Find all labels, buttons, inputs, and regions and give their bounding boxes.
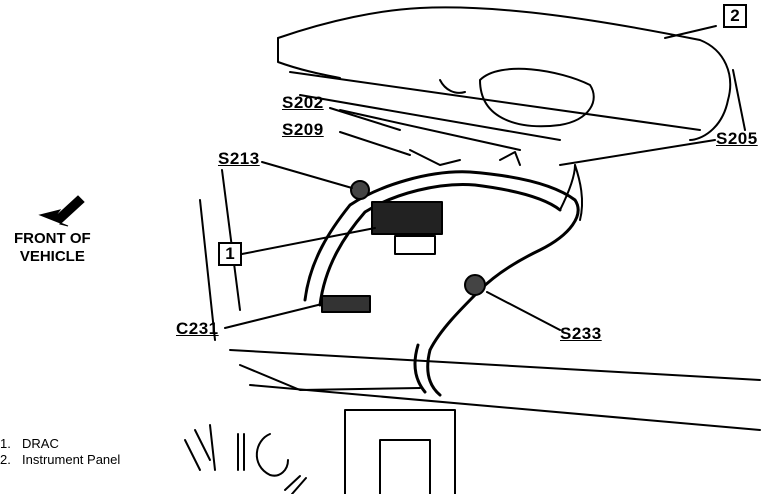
front-of-vehicle-label: FRONT OF VEHICLE [14, 230, 91, 266]
legend-item-label: DRAC [22, 436, 59, 451]
c231-connector [321, 295, 371, 313]
callout-c231: C231 [176, 319, 219, 338]
leader-s209 [339, 131, 411, 156]
callout-box-1: 1 [218, 242, 242, 266]
steering-column [344, 409, 456, 494]
leader-s205 [559, 139, 716, 166]
drac-module [371, 201, 443, 235]
callout-s205: S205 [716, 129, 758, 148]
instrument-panel-outline [277, 6, 732, 141]
legend-item: 1. DRAC [0, 436, 120, 452]
leader-s202 [329, 107, 401, 131]
callout-s213: S213 [218, 149, 260, 168]
leader-s213 [261, 161, 353, 189]
legend-item-number: 1. [0, 436, 11, 451]
front-of-vehicle-line2: VEHICLE [19, 248, 85, 265]
legend: 1. DRAC 2. Instrument Panel [0, 436, 120, 468]
s213-splice [350, 180, 370, 200]
callout-s233: S233 [560, 324, 602, 343]
front-of-vehicle-line1: FRONT OF [14, 230, 91, 247]
callout-box-2: 2 [723, 4, 747, 28]
leader-s233 [486, 291, 561, 331]
leader-box1 [241, 227, 376, 255]
callout-s202: S202 [282, 93, 324, 112]
leader-c231 [224, 303, 323, 329]
legend-item-label: Instrument Panel [22, 452, 121, 467]
front-arrow-icon [38, 195, 85, 227]
legend-item: 2. Instrument Panel [0, 452, 120, 468]
s233-splice [464, 274, 486, 296]
legend-item-number: 2. [0, 452, 11, 467]
leader-box2 [664, 25, 717, 39]
callout-s209: S209 [282, 120, 324, 139]
